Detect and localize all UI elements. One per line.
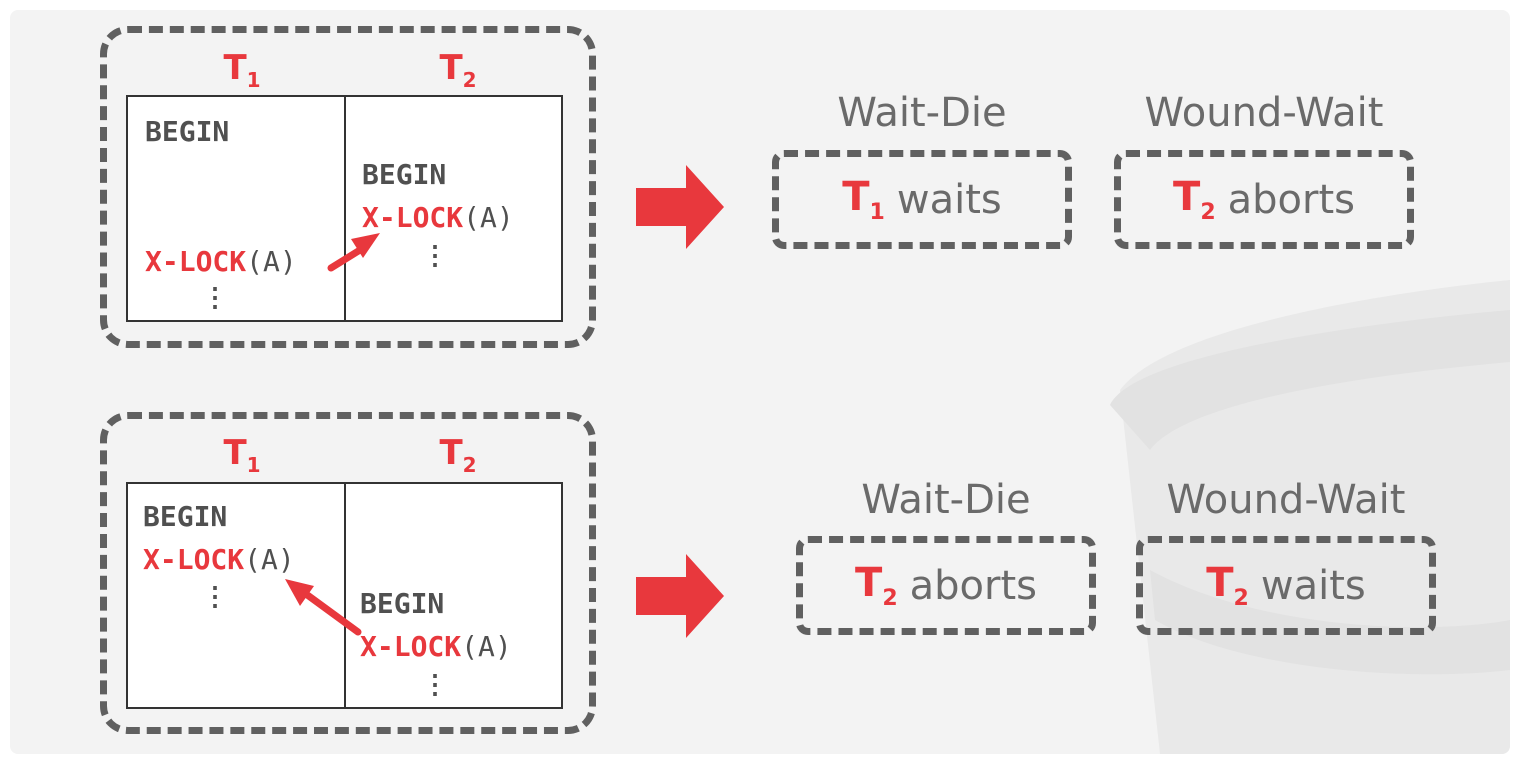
right-arrow-icon (636, 165, 724, 249)
left-begin: BEGIN (143, 500, 228, 533)
txn-header-right: T2 (439, 433, 477, 477)
right-arrow-icon (636, 554, 724, 638)
txn-header-left: T1 (223, 433, 261, 477)
lock-request-arrow (285, 579, 362, 636)
example-1: T1 T2 BEGIN X-LOCK(A) ⋮ BEGIN X-LOCK(A) … (10, 10, 1510, 382)
slide: T1 T2 BEGIN X-LOCK(A) ⋮ BEGIN X-LOCK(A) … (10, 10, 1510, 754)
example-2: T1 T2 BEGIN X-LOCK(A) ⋮ BEGIN X-LOCK(A) … (10, 10, 1510, 754)
column-divider (344, 484, 346, 707)
scheme-label-wait-die: Wait-Die (861, 477, 1031, 523)
scheme-label-wound-wait: Wound-Wait (1144, 90, 1384, 136)
database-watermark-icon (1110, 280, 1510, 754)
schedule-table: BEGIN X-LOCK(A) ⋮ BEGIN X-LOCK(A) ⋮ (126, 95, 563, 322)
left-xlock: X-LOCK(A) (143, 543, 295, 576)
lock-request-arrow (327, 233, 380, 272)
txn-header-right: T2 (439, 48, 477, 92)
right-begin: BEGIN (362, 158, 447, 191)
schedule-frame (100, 26, 596, 348)
schedule-frame (100, 412, 596, 734)
scheme-label-wound-wait: Wound-Wait (1166, 477, 1406, 523)
schedule-table: BEGIN X-LOCK(A) ⋮ BEGIN X-LOCK(A) ⋮ (126, 482, 563, 709)
scheme-label-wait-die: Wait-Die (837, 90, 1007, 136)
left-xlock: X-LOCK(A) (145, 245, 297, 278)
left-begin: BEGIN (145, 115, 230, 148)
txn-header-left: T1 (223, 48, 261, 92)
left-ellipsis: ⋮ (202, 582, 228, 612)
right-ellipsis: ⋮ (422, 241, 448, 271)
right-xlock: X-LOCK(A) (362, 201, 514, 234)
right-ellipsis: ⋮ (422, 670, 448, 700)
column-divider (344, 97, 346, 320)
left-ellipsis: ⋮ (202, 283, 228, 313)
right-begin: BEGIN (360, 587, 445, 620)
right-xlock: X-LOCK(A) (360, 630, 512, 663)
